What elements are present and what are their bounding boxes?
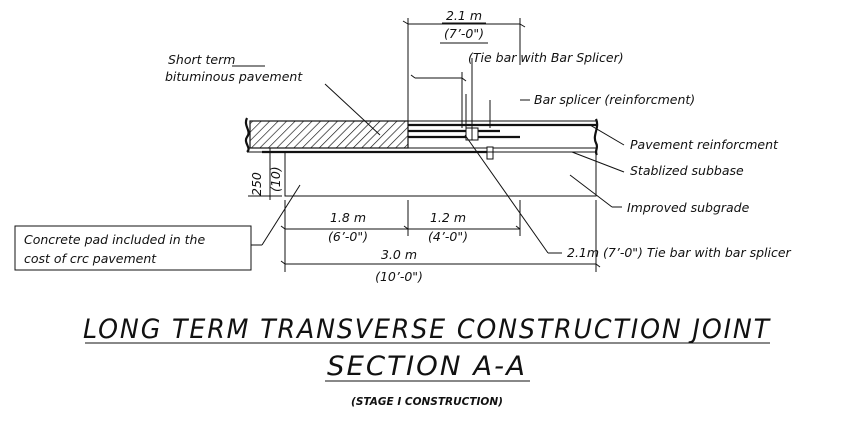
dim-4ft: (4’-0") bbox=[428, 229, 468, 244]
label-improved-subgrade: Improved subgrade bbox=[627, 200, 750, 215]
dim-1-2m: 1.2 m bbox=[430, 210, 466, 225]
top-dim-ft: (7’-0") bbox=[444, 26, 484, 41]
left-break-line bbox=[244, 117, 250, 153]
pavement-section bbox=[244, 117, 599, 197]
label-bituminous: bituminous pavement bbox=[165, 69, 303, 84]
label-short-term: Short term bbox=[168, 52, 235, 67]
title-line-1: LONG TERM TRANSVERSE CONSTRUCTION JOINT bbox=[83, 314, 771, 345]
bituminous-slab bbox=[249, 120, 409, 149]
lower-bar-end bbox=[486, 146, 494, 160]
top-dim-m: 2.1 m bbox=[446, 8, 482, 23]
title-block: LONG TERM TRANSVERSE CONSTRUCTION JOINT … bbox=[83, 314, 771, 408]
concrete-pad bbox=[284, 151, 597, 197]
dim-10ft: (10’-0") bbox=[375, 269, 423, 284]
bottom-dimensions: 1.8 m (6’-0") 1.2 m (4’-0") 3.0 m (10’-0… bbox=[280, 200, 601, 284]
label-pavement-reinforcement: Pavement reinforcment bbox=[630, 137, 779, 152]
title-line-2: SECTION A-A bbox=[327, 351, 527, 382]
label-bar-splicer: Bar splicer (reinforcment) bbox=[534, 92, 695, 107]
label-tie-bar-long: 2.1m (7’-0") Tie bar with bar splicer bbox=[567, 245, 792, 260]
top-dimension: 2.1 m (7’-0") bbox=[402, 8, 526, 121]
dim-6ft: (6’-0") bbox=[328, 229, 368, 244]
concrete-pad-callout: Concrete pad included in the cost of crc… bbox=[14, 184, 301, 271]
title-subtitle: (STAGE I CONSTRUCTION) bbox=[351, 396, 503, 408]
label-stabilized-subbase: Stablized subbase bbox=[630, 163, 744, 178]
thickness-mm: 250 bbox=[249, 172, 264, 196]
tie-bar-span-dim bbox=[410, 72, 467, 128]
thickness-in: (10) bbox=[268, 166, 283, 192]
dim-3-0m: 3.0 m bbox=[381, 247, 417, 262]
dim-1-8m: 1.8 m bbox=[330, 210, 366, 225]
label-tie-bar-splicer: (Tie bar with Bar Splicer) bbox=[468, 50, 624, 65]
thickness-dimension: 250 (10) bbox=[248, 148, 283, 200]
pad-label-line2: cost of crc pavement bbox=[24, 251, 157, 266]
pad-label-line1: Concrete pad included in the bbox=[24, 232, 205, 247]
labels: Short term bituminous pavement (Tie bar … bbox=[165, 50, 792, 260]
